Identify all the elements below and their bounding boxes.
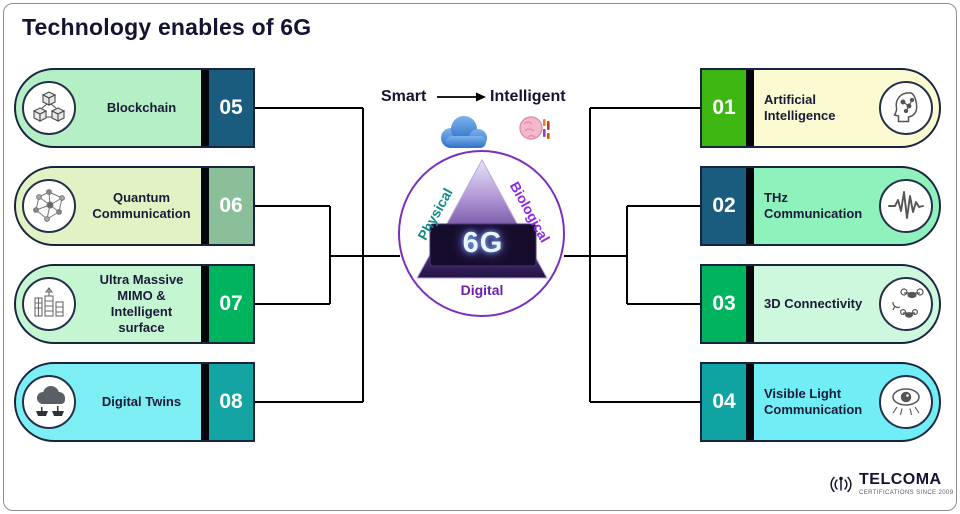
artificial-intelligence-icon xyxy=(879,81,933,135)
digital-label: Digital xyxy=(460,282,504,298)
tech-item-quantum-communication: Quantum Communication 06 xyxy=(14,166,255,246)
brand-name: TELCOMA xyxy=(859,471,942,488)
item-number: 02 xyxy=(702,168,746,244)
item-label: Quantum Communication xyxy=(92,189,191,221)
three-d-connectivity-icon xyxy=(879,277,933,331)
item-label: THz Communication xyxy=(764,189,863,221)
tech-item-thz-communication: 02 THz Communication xyxy=(700,166,941,246)
arrow-icon xyxy=(476,92,486,102)
intelligent-label: Intelligent xyxy=(490,88,566,105)
brand-tagline: CERTIFICATIONS SINCE 2009 xyxy=(859,490,954,496)
item-number: 01 xyxy=(702,70,746,146)
item-label: Visible Light Communication xyxy=(764,385,863,417)
center-circle xyxy=(398,150,565,317)
item-number: 08 xyxy=(209,364,253,440)
telcoma-logo: TELCOMA CERTIFICATIONS SINCE 2009 xyxy=(828,472,953,496)
item-label: 3D Connectivity xyxy=(764,295,863,311)
item-number: 03 xyxy=(702,266,746,342)
divider xyxy=(201,364,209,440)
logo-waves-icon xyxy=(830,476,852,493)
divider xyxy=(746,266,754,342)
tech-item-blockchain: Blockchain 05 xyxy=(14,68,255,148)
tech-item-visible-light-communication: 04 Visible Light Communication xyxy=(700,362,941,442)
thz-communication-icon xyxy=(879,179,933,233)
quantum-communication-icon xyxy=(22,179,76,233)
tech-item-ultra-massive-mimo: Ultra Massive MIMO & Intelligent surface… xyxy=(14,264,255,344)
cloud-icon xyxy=(436,110,492,159)
tech-item-3d-connectivity: 03 3D Connectivity xyxy=(700,264,941,344)
item-number: 05 xyxy=(209,70,253,146)
item-number: 07 xyxy=(209,266,253,342)
page-title: Technology enables of 6G xyxy=(22,14,312,40)
item-label: Ultra Massive MIMO & Intelligent surface xyxy=(99,271,184,336)
divider xyxy=(746,364,754,440)
item-number: 04 xyxy=(702,364,746,440)
brain-icon xyxy=(516,110,556,153)
divider xyxy=(201,168,209,244)
digital-twins-icon xyxy=(22,375,76,429)
divider xyxy=(746,70,754,146)
divider xyxy=(201,70,209,146)
item-number: 06 xyxy=(209,168,253,244)
smart-label: Smart xyxy=(381,88,427,105)
divider xyxy=(201,266,209,342)
tech-item-digital-twins: Digital Twins 08 xyxy=(14,362,255,442)
visible-light-icon xyxy=(879,375,933,429)
item-label: Artificial Intelligence xyxy=(764,91,836,123)
item-label: Digital Twins xyxy=(101,393,182,409)
mimo-icon xyxy=(22,277,76,331)
divider xyxy=(746,168,754,244)
blockchain-icon xyxy=(22,81,76,135)
pyramid-6g-label: 6G xyxy=(462,227,504,259)
item-label: Blockchain xyxy=(106,99,177,115)
tech-item-artificial-intelligence: 01 Artificial Intelligence xyxy=(700,68,941,148)
